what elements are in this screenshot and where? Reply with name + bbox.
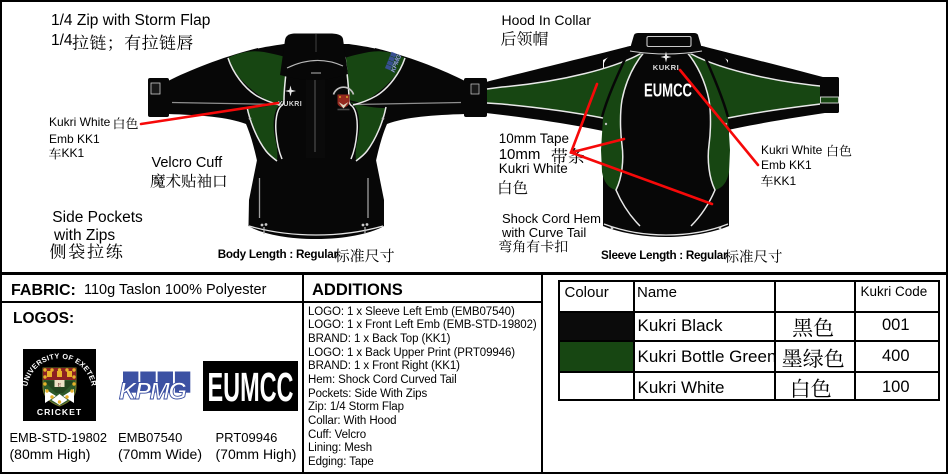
svg-text:EUMCC: EUMCC (208, 364, 294, 410)
svg-text:E: E (58, 383, 62, 389)
svg-text:KPMG: KPMG (119, 378, 186, 405)
svg-text:KUKRI: KUKRI (653, 63, 680, 72)
svg-text:KUKRI: KUKRI (278, 101, 302, 108)
svg-text:EUMCC: EUMCC (644, 80, 692, 101)
svg-text:CRICKET: CRICKET (37, 407, 82, 417)
